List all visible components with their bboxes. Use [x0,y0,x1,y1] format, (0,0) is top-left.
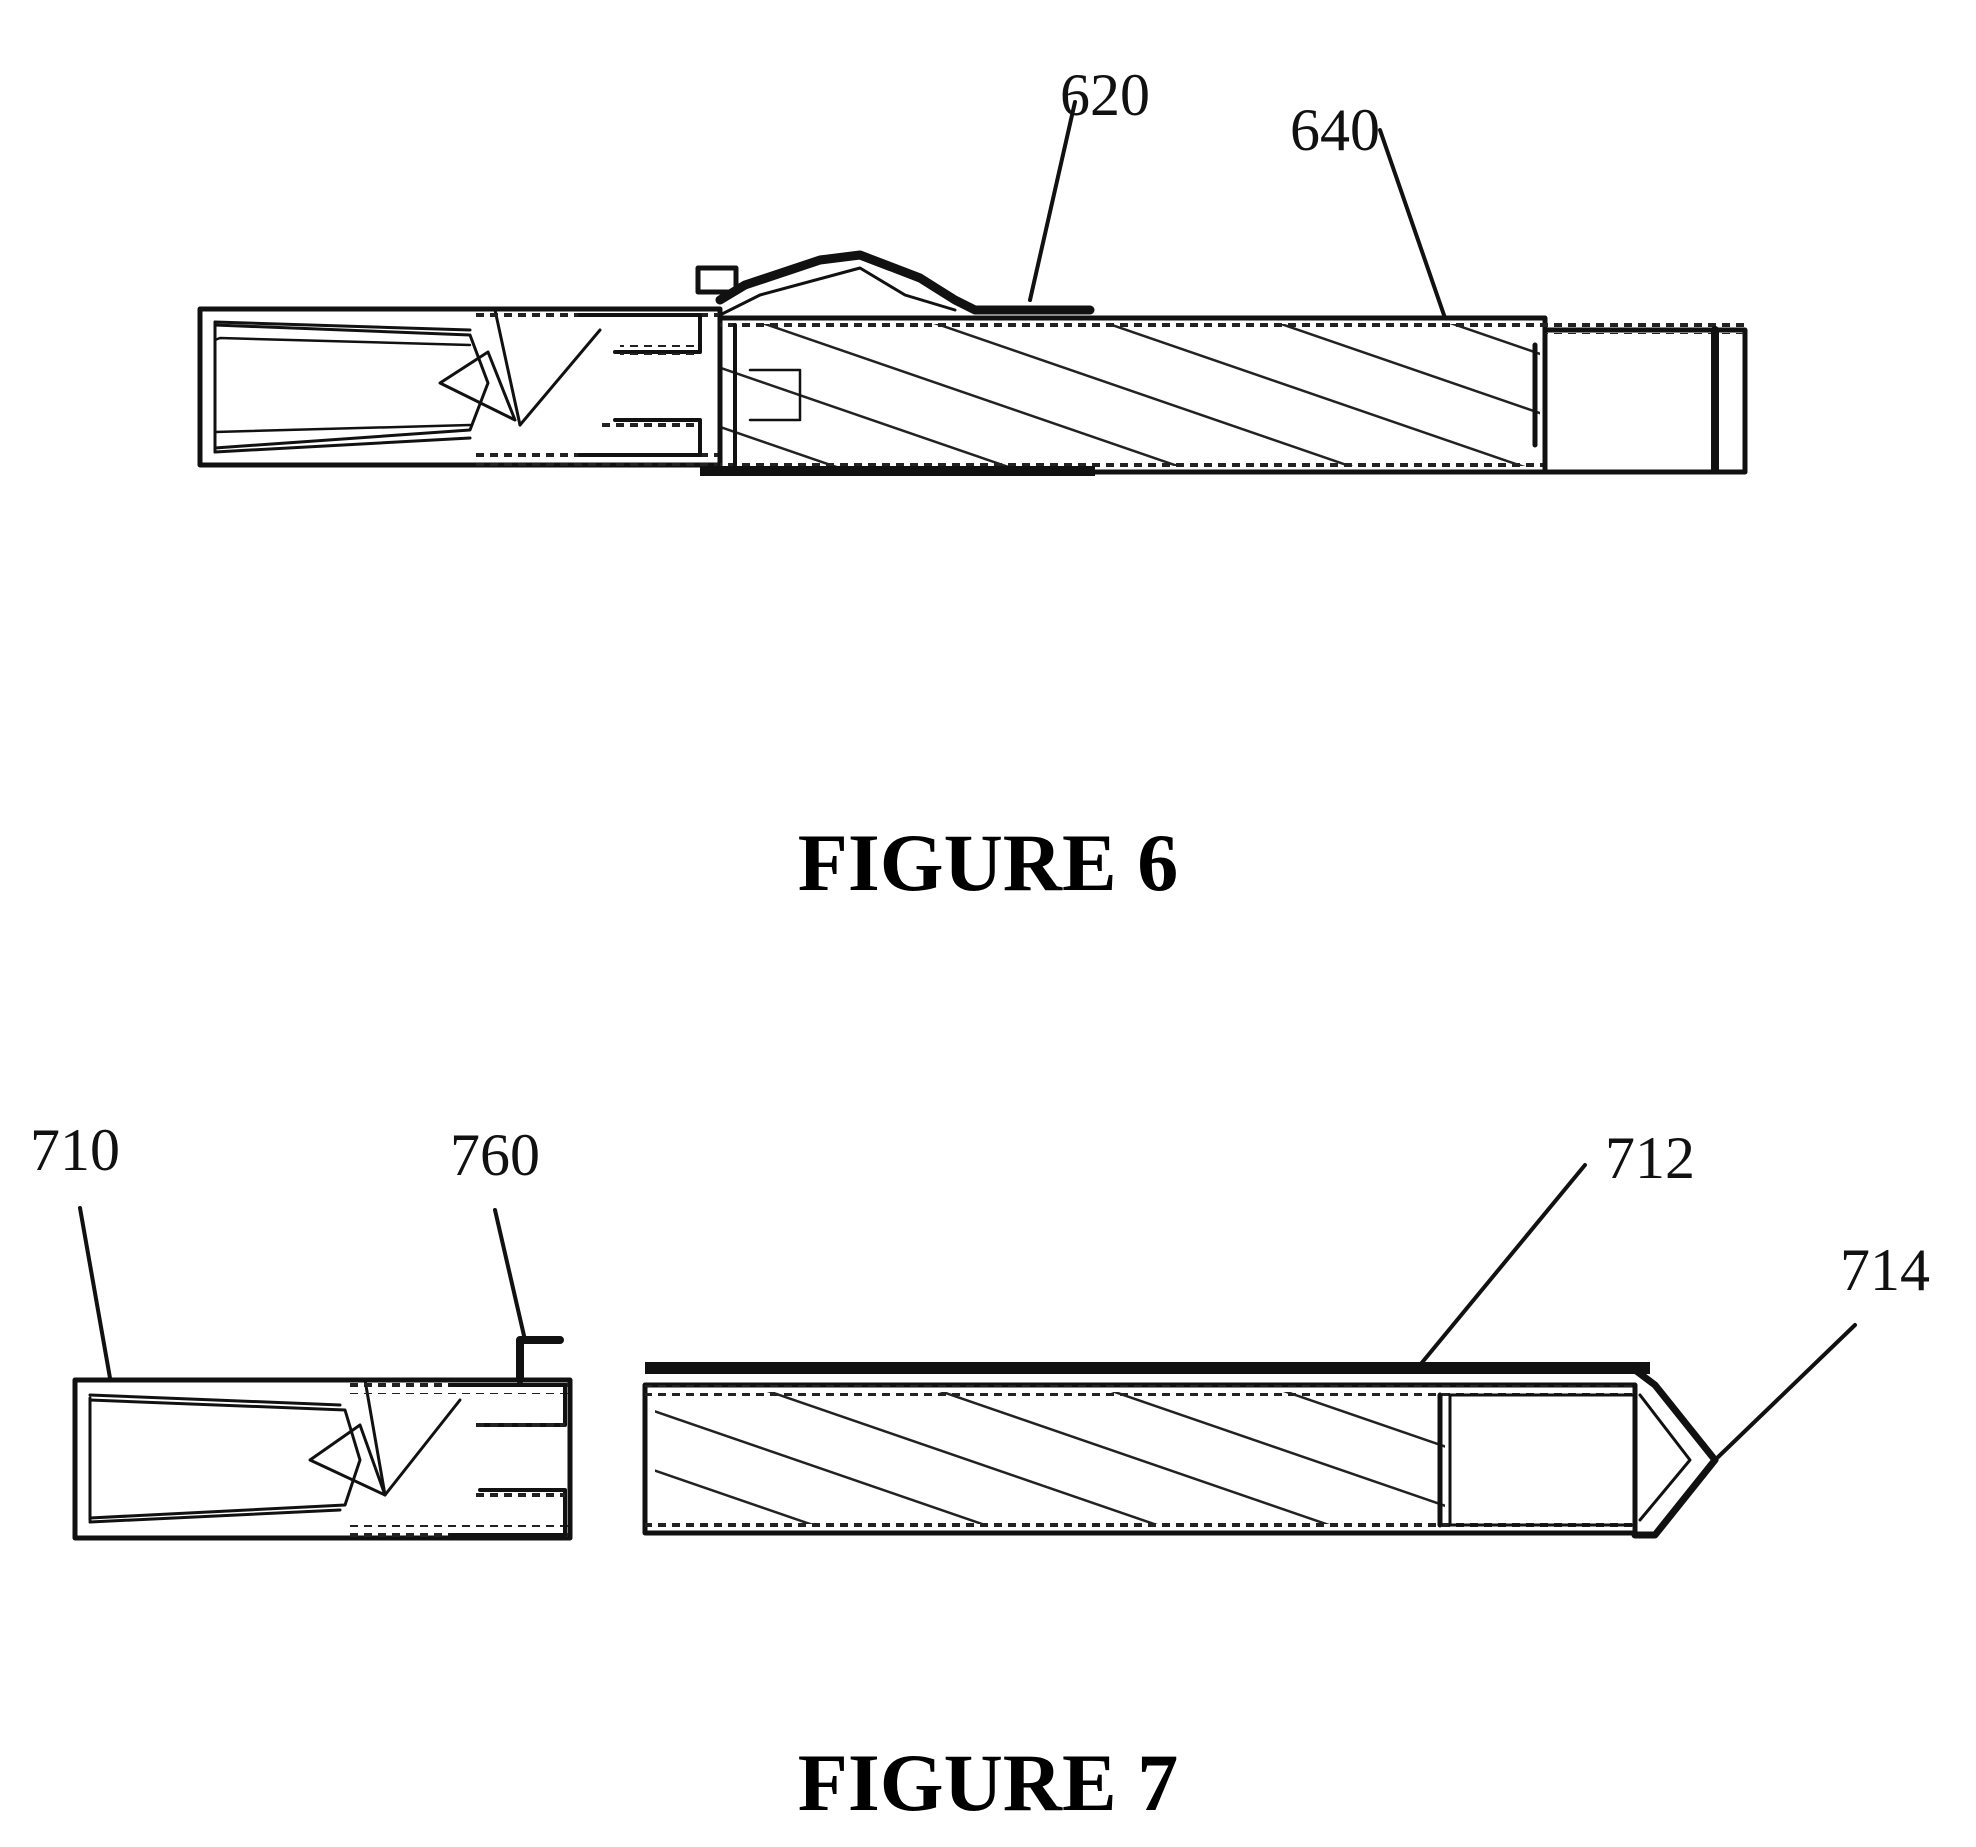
label-712: 712 [1605,1125,1695,1191]
figure-6: 620 640 FIGURE 6 [197,62,1748,908]
leader-640 [1378,128,1447,320]
fig7-mouthpiece [72,1336,573,1541]
fig7-cartridge [642,1362,1719,1539]
figure-7: 710 760 712 714 FIGURE 7 [30,1117,1930,1828]
label-760: 760 [450,1122,540,1188]
leader-712 [1418,1163,1587,1367]
figure-7-caption: FIGURE 7 [798,1737,1178,1828]
label-620: 620 [1060,62,1150,128]
fig6-device-body [197,250,1748,476]
leader-714 [1713,1323,1857,1462]
leader-710 [78,1206,112,1380]
label-714: 714 [1840,1237,1930,1303]
leader-760 [493,1208,527,1342]
label-640: 640 [1290,97,1380,163]
label-710: 710 [30,1117,120,1183]
leader-620 [1028,100,1077,302]
figure-6-caption: FIGURE 6 [798,817,1178,908]
